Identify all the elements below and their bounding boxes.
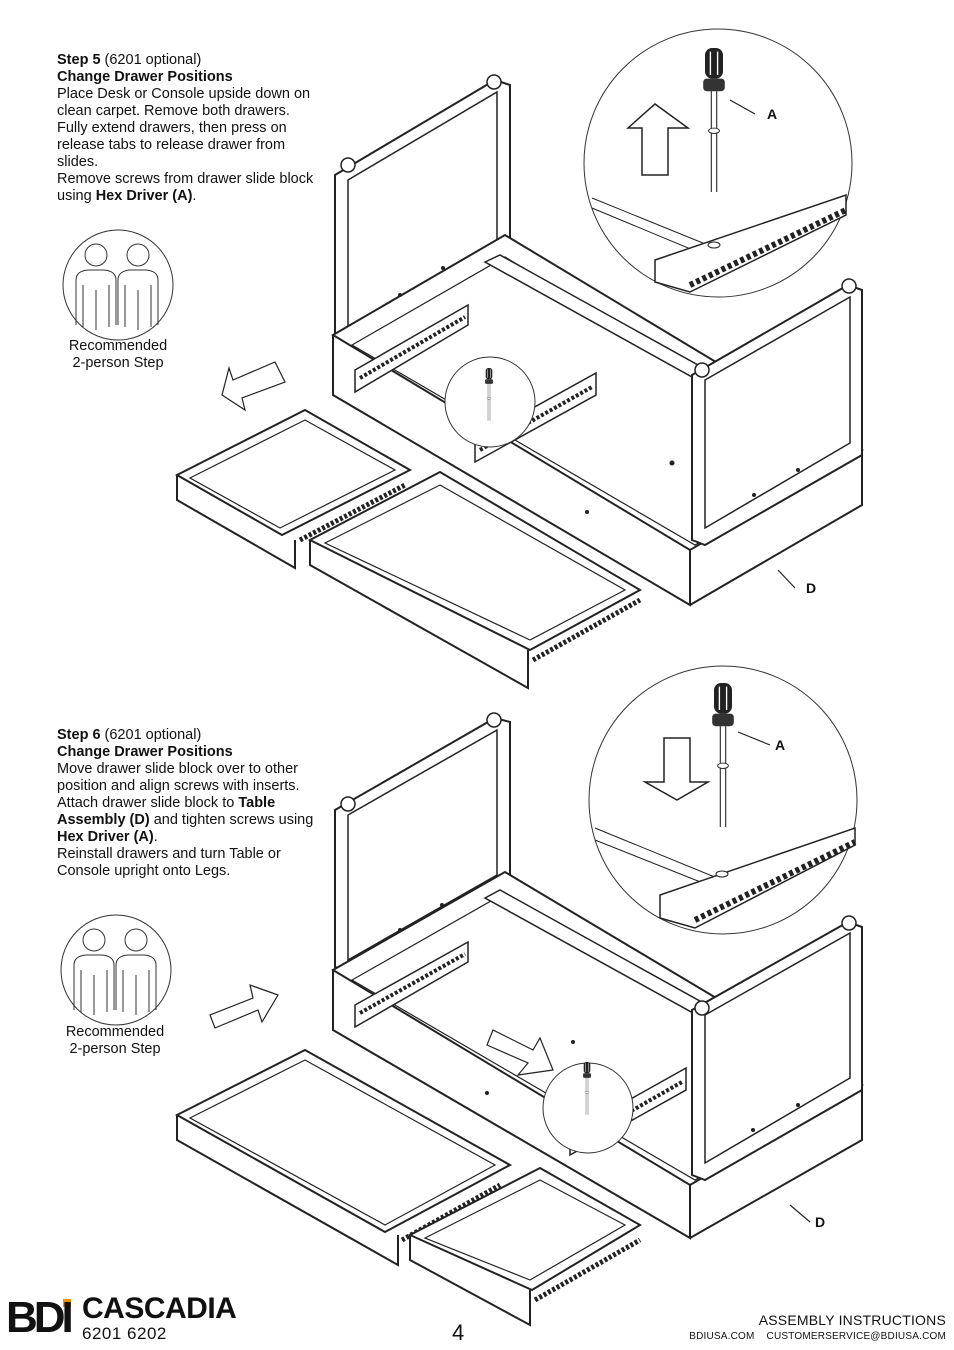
step6-line1: Move drawer slide block over to other po… xyxy=(57,761,300,794)
two-person-icon xyxy=(62,229,174,341)
step5-optional: (6201 optional) xyxy=(100,52,202,68)
step6-caption-line1: Recommended xyxy=(65,1024,165,1040)
step5-line2-pre: Remove screws from drawer slide block us… xyxy=(57,171,314,204)
step6-title: Step 6 xyxy=(57,727,101,743)
brand-models: 6201 6202 xyxy=(82,1324,167,1343)
step5-heading: Change Drawer Positions xyxy=(57,69,233,85)
step6-callout-d: D xyxy=(815,1214,826,1230)
step5-title: Step 5 xyxy=(57,52,101,68)
step6-line2-post: . xyxy=(153,829,158,845)
page-number: 4 xyxy=(452,1320,465,1345)
brand-name: CASCADIA xyxy=(82,1292,237,1325)
step6-heading: Change Drawer Positions xyxy=(57,744,233,760)
step6-optional: (6201 optional) xyxy=(100,727,202,743)
footer-links: BDIUSA.COM CUSTOMERSERVICE@BDIUSA.COM xyxy=(689,1331,946,1342)
step6-caption-line2: 2-person Step xyxy=(69,1041,161,1057)
assembly-instructions-label: ASSEMBLY INSTRUCTIONS xyxy=(758,1312,946,1328)
step5-callout-a: A xyxy=(767,106,778,122)
two-person-icon-2 xyxy=(60,914,172,1026)
step6-callout-a: A xyxy=(775,737,786,753)
step5-caption-line1: Recommended xyxy=(68,338,168,354)
step6-line2-mid: and tighten screws using xyxy=(149,812,314,828)
email-link[interactable]: CUSTOMERSERVICE@BDIUSA.COM xyxy=(766,1331,946,1342)
step5-line2-post: . xyxy=(192,188,197,204)
step6-line3: Reinstall drawers and turn Table or Cons… xyxy=(57,846,281,879)
bdi-logo xyxy=(63,1299,71,1307)
step5-line1: Place Desk or Console upside down on cle… xyxy=(57,86,311,170)
step5-line2-bold: Hex Driver (A) xyxy=(95,188,193,204)
step5-illustration xyxy=(62,28,864,690)
step6-line2-pre: Attach drawer slide block to xyxy=(57,795,239,811)
footer-logo: BDI xyxy=(6,1293,74,1342)
step6-line2-bold: Table Assembly (D) xyxy=(57,795,276,828)
website-link[interactable]: BDIUSA.COM xyxy=(689,1331,755,1342)
step6-illustration xyxy=(60,665,864,1327)
step5-caption-line2: 2-person Step xyxy=(72,355,164,371)
logo-text: BDI xyxy=(6,1293,74,1342)
step5-instructions: Step 5 (6201 optional) Change Drawer Pos… xyxy=(57,52,322,205)
step6-person-caption: Recommended 2-person Step xyxy=(50,1024,180,1058)
step5-person-caption: Recommended 2-person Step xyxy=(53,338,183,372)
step5-callout-d: D xyxy=(806,580,817,596)
step6-instructions: Step 6 (6201 optional) Change Drawer Pos… xyxy=(57,727,319,880)
step6-line2-bold2: Hex Driver (A) xyxy=(57,829,154,845)
